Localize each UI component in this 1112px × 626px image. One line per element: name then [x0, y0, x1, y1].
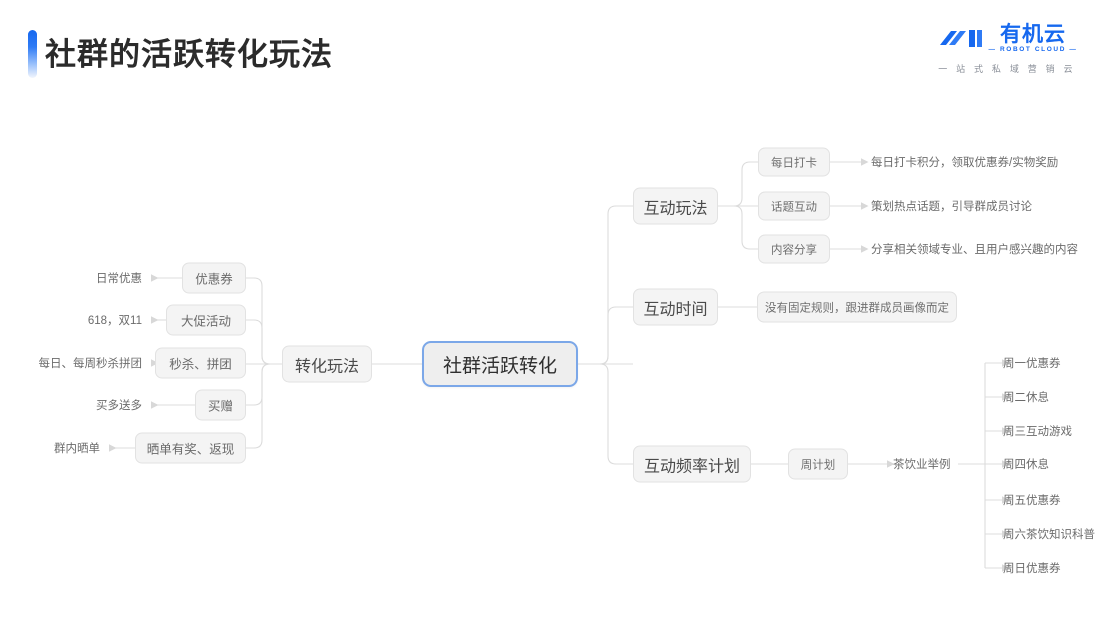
week-day-wednesday: 周三互动游戏 — [1003, 426, 1072, 438]
logo-name-cn: 有机云 — [1000, 23, 1066, 47]
node-weekly-plan[interactable]: 周计划 — [788, 448, 848, 480]
branch-node-conversion[interactable]: 转化玩法 — [282, 345, 372, 383]
note-flash-group-buy: 每日、每周秒杀拼团 — [38, 358, 143, 370]
node-share-order-reward[interactable]: 晒单有奖、返现 — [135, 432, 246, 464]
swoosh-mark-icon — [939, 30, 982, 47]
logo-name-en: — ROBOT CLOUD — — [988, 46, 1078, 54]
node-coupon[interactable]: 优惠券 — [182, 262, 246, 294]
root-node[interactable]: 社群活跃转化 — [422, 341, 578, 387]
node-topic-interaction[interactable]: 话题互动 — [758, 191, 830, 221]
logo-wordmark: 有机云 — ROBOT CLOUD — — [989, 24, 1078, 54]
note-coupon: 日常优惠 — [96, 273, 142, 285]
node-buy-gift[interactable]: 买赠 — [195, 389, 246, 421]
logo-row: 有机云 — ROBOT CLOUD — — [932, 24, 1082, 54]
week-day-tuesday: 周二休息 — [1003, 392, 1049, 404]
node-big-promo[interactable]: 大促活动 — [166, 304, 246, 336]
slide-header: 社群的活跃转化玩法 有机云 — ROBOT CLOUD — 一 站 式 私 域 … — [0, 0, 1112, 104]
week-day-friday: 周五优惠券 — [1003, 495, 1061, 507]
note-daily-checkin: 每日打卡积分，领取优惠券/实物奖励 — [871, 157, 1059, 169]
note-big-promo: 618，双11 — [87, 315, 142, 327]
node-content-sharing[interactable]: 内容分享 — [758, 234, 830, 264]
note-share-order-reward: 群内晒单 — [54, 443, 100, 455]
title-accent-bar — [28, 30, 37, 78]
page-title: 社群的活跃转化玩法 — [45, 37, 333, 72]
node-flash-group-buy[interactable]: 秒杀、拼团 — [155, 347, 246, 379]
branch-node-interaction-time[interactable]: 互动时间 — [633, 288, 718, 326]
branch-node-interaction-play[interactable]: 互动玩法 — [633, 187, 718, 225]
brand-logo: 有机云 — ROBOT CLOUD — 一 站 式 私 域 营 销 云 — [932, 24, 1082, 82]
note-content-sharing: 分享相关领域专业、且用户感兴趣的内容 — [871, 244, 1078, 256]
week-day-monday: 周一优惠券 — [1003, 358, 1061, 370]
branch-node-interaction-frequency[interactable]: 互动频率计划 — [633, 445, 751, 483]
node-interaction-time-rule[interactable]: 没有固定规则，跟进群成员画像而定 — [757, 291, 957, 323]
week-day-sunday: 周日优惠券 — [1003, 563, 1061, 575]
week-day-saturday: 周六茶饮知识科普 — [1003, 529, 1095, 541]
note-tea-industry-example: 茶饮业举例 — [893, 459, 951, 471]
note-topic-interaction: 策划热点话题，引导群成员讨论 — [871, 201, 1032, 213]
week-day-thursday: 周四休息 — [1003, 459, 1049, 471]
logo-tagline: 一 站 式 私 域 营 销 云 — [938, 64, 1076, 74]
node-daily-checkin[interactable]: 每日打卡 — [758, 147, 830, 177]
note-buy-gift: 买多送多 — [96, 400, 142, 412]
